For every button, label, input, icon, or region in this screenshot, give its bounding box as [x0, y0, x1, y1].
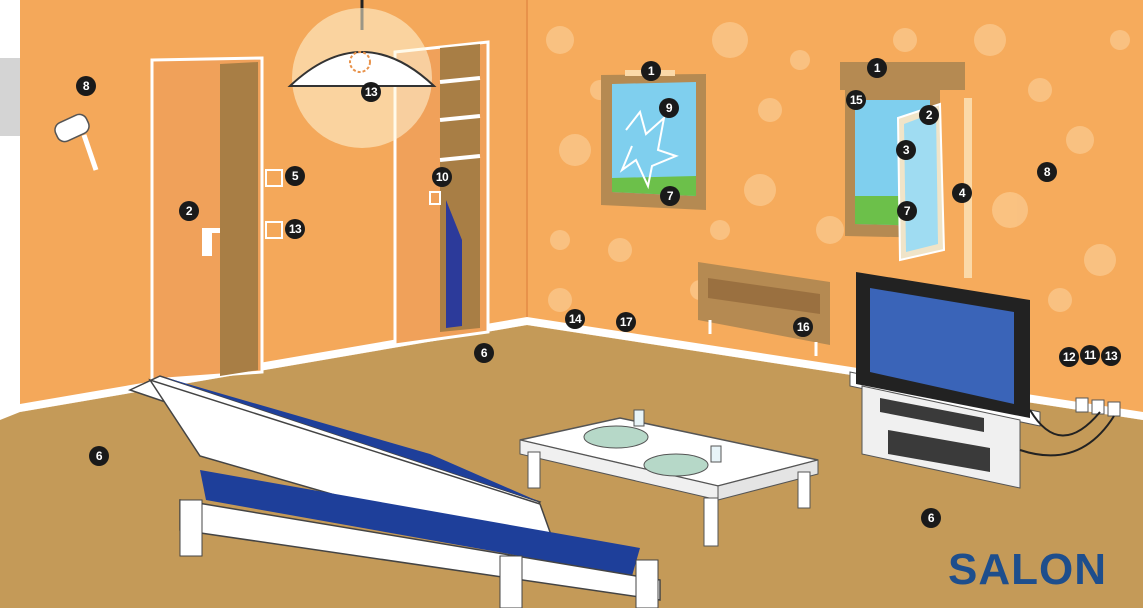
marker-14: 14 — [565, 309, 585, 329]
marker-6: 6 — [474, 343, 494, 363]
marker-10: 10 — [432, 167, 452, 187]
marker-7: 7 — [897, 201, 917, 221]
marker-1: 1 — [867, 58, 887, 78]
marker-6: 6 — [921, 508, 941, 528]
room-title: SALON — [948, 548, 1107, 592]
window-broken — [601, 70, 706, 210]
marker-13: 13 — [285, 219, 305, 239]
marker-4: 4 — [952, 183, 972, 203]
marker-6: 6 — [89, 446, 109, 466]
marker-17: 17 — [616, 312, 636, 332]
marker-2: 2 — [179, 201, 199, 221]
marker-5: 5 — [285, 166, 305, 186]
marker-13: 13 — [361, 82, 381, 102]
marker-2: 2 — [919, 105, 939, 125]
marker-8: 8 — [76, 76, 96, 96]
marker-8: 8 — [1037, 162, 1057, 182]
marker-12: 12 — [1059, 347, 1079, 367]
marker-3: 3 — [896, 140, 916, 160]
marker-16: 16 — [793, 317, 813, 337]
marker-15: 15 — [846, 90, 866, 110]
marker-11: 11 — [1080, 345, 1100, 365]
door — [152, 58, 262, 380]
marker-13: 13 — [1101, 346, 1121, 366]
marker-7: 7 — [660, 186, 680, 206]
marker-9: 9 — [659, 98, 679, 118]
marker-1: 1 — [641, 61, 661, 81]
